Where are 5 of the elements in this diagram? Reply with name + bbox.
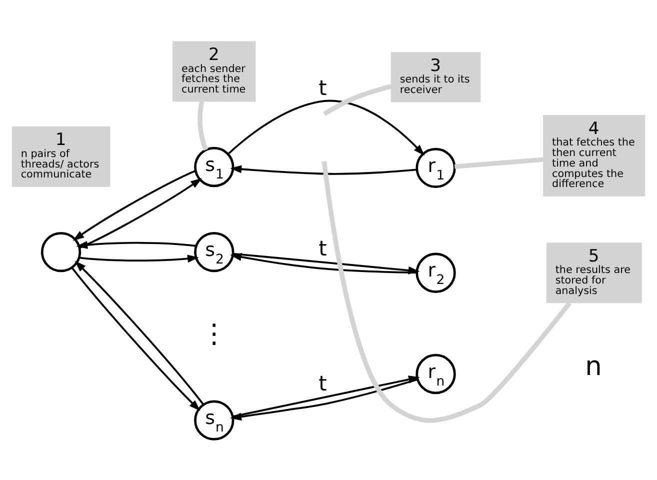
label: ⋮ (200, 318, 228, 350)
label: n (585, 350, 602, 382)
edge-label: t (318, 75, 327, 100)
edge-label: t (318, 371, 327, 396)
edge-label: t (318, 236, 327, 260)
